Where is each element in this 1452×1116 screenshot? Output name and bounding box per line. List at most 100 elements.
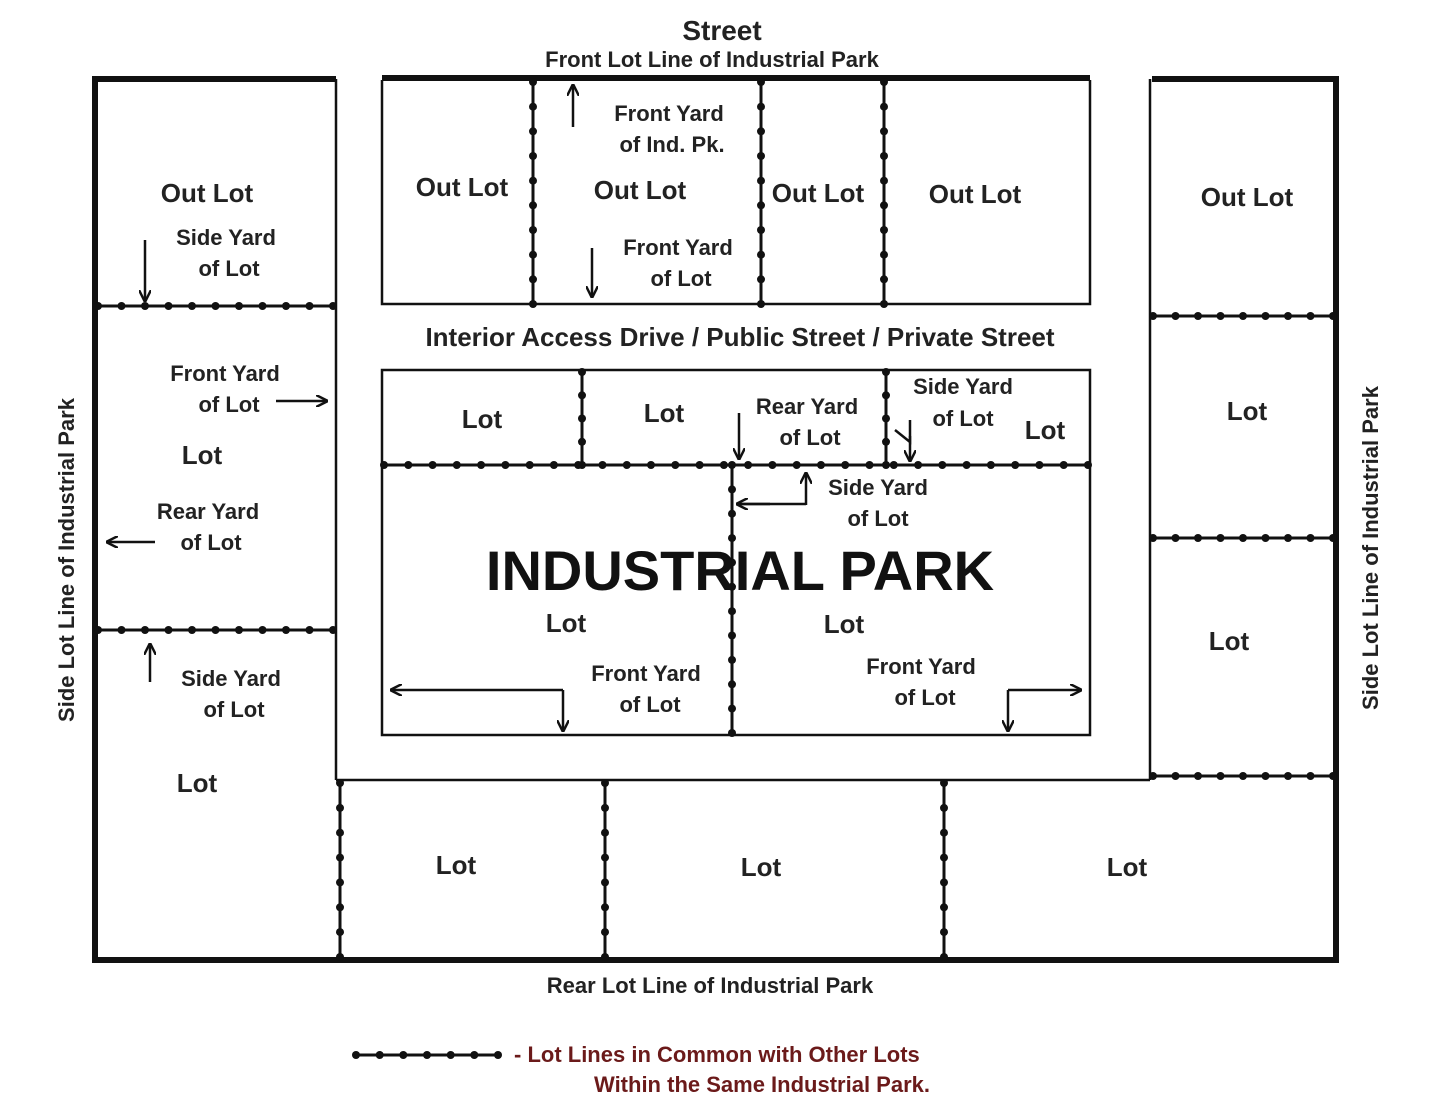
lot-line-dot	[882, 437, 890, 446]
lot-line-dot	[880, 300, 888, 308]
lot-line-dot	[501, 461, 510, 469]
lot-line-dot	[529, 250, 537, 259]
lot-line-dot	[529, 201, 537, 210]
lot-line-dot	[1149, 312, 1157, 320]
lot-line-dot	[1149, 772, 1157, 780]
lot-line-dots	[94, 78, 1337, 1059]
industrial-park-title: INDUSTRIAL PARK	[486, 539, 994, 602]
front-yard-lot-label: of Lot	[619, 692, 681, 717]
solid-lot-lines	[92, 75, 1339, 963]
lot-line-dot	[601, 779, 609, 787]
lot-line-dot	[647, 461, 655, 469]
lot-line-dot	[282, 302, 290, 310]
lot-line-dot	[757, 127, 765, 136]
lot-label: Lot	[644, 398, 685, 428]
lot-line-dot	[574, 461, 583, 469]
outer-boundary-left	[92, 76, 338, 963]
lot-line-dot	[671, 461, 680, 469]
lot-line-dot	[940, 779, 948, 787]
side-yard-lot-label: Side Yard	[913, 374, 1013, 399]
lot-line-dot	[744, 461, 753, 469]
lot-line-dot	[141, 302, 149, 310]
lot-line-dot	[1306, 312, 1315, 320]
lot-line-dot	[889, 461, 898, 469]
lot-line-dot	[211, 626, 220, 634]
lot-line-dot	[601, 878, 609, 887]
front-yard-lot-label: Front Yard	[591, 661, 701, 686]
lot-line-dot	[494, 1051, 502, 1059]
lot-line-dot	[880, 152, 888, 160]
lot-line-dot	[841, 461, 850, 469]
lot-line-dot	[336, 853, 344, 862]
lot-line-dot	[728, 655, 736, 664]
lot-line-dot	[940, 853, 948, 862]
lot-line-dot	[757, 201, 765, 210]
lot-line-dot	[601, 828, 609, 837]
lot-line-dot	[940, 903, 948, 912]
lot-line-dot	[1239, 312, 1247, 320]
lot-line-dot	[601, 953, 609, 961]
lot-line-dot	[865, 461, 874, 469]
lot-line-dot	[1261, 534, 1270, 542]
lot-line-dot	[757, 275, 765, 284]
lot-line-dot	[336, 953, 344, 961]
lot-line-dot	[336, 828, 344, 837]
lot-line-dot	[1171, 534, 1180, 542]
side-lot-line-right-label: Side Lot Line of Industrial Park	[1358, 385, 1383, 710]
out-lot-label: Out Lot	[929, 179, 1022, 209]
lot-line-dot	[880, 78, 888, 86]
lot-line-dot	[305, 302, 314, 310]
street-label: Street	[682, 15, 761, 46]
lot-line-dot	[940, 928, 948, 937]
front-yard-ind-pk-label: of Ind. Pk.	[619, 132, 724, 157]
lot-label: Lot	[546, 608, 587, 638]
lot-line-dot	[728, 729, 736, 737]
lot-line-dot	[757, 226, 765, 234]
lot-line-dot	[1194, 312, 1202, 320]
lot-line-dot	[336, 928, 344, 937]
front-yard-ind-pk-label: Front Yard	[614, 101, 724, 126]
lot-line-dot	[1216, 534, 1225, 542]
rear-yard-lot-label: of Lot	[180, 530, 242, 555]
legend-line-1: - Lot Lines in Common with Other Lots	[514, 1042, 920, 1067]
lot-line-dot	[578, 437, 586, 446]
lot-line-dot	[601, 803, 609, 812]
lot-line-dot	[525, 461, 534, 469]
lot-line-dot	[817, 461, 825, 469]
lot-line-dot	[1306, 534, 1315, 542]
lot-label: Lot	[1025, 415, 1066, 445]
lot-line-dot	[880, 176, 888, 185]
side-yard-lot-label: of Lot	[847, 506, 909, 531]
lot-line-dot	[164, 626, 173, 634]
lot-line-dot	[529, 152, 537, 160]
lot-line-dot	[1306, 772, 1315, 780]
out-lot-label: Out Lot	[416, 172, 509, 202]
rear-yard-lot-label: Rear Yard	[157, 499, 259, 524]
lot-line-dot	[1194, 772, 1202, 780]
lot-line-dot	[428, 461, 437, 469]
front-yard-lot-label: Front Yard	[170, 361, 280, 386]
lot-line-dot	[235, 626, 243, 634]
lot-line-dot	[117, 626, 126, 634]
lot-line-dot	[529, 102, 537, 111]
lot-line-dot	[470, 1051, 479, 1059]
lot-line-dot	[914, 461, 923, 469]
lot-line-dot	[1011, 461, 1020, 469]
lot-label: Lot	[1209, 626, 1250, 656]
lot-line-dot	[728, 680, 736, 689]
lot-line-dot	[94, 626, 102, 634]
lot-line-dot	[938, 461, 947, 469]
arrow	[894, 420, 912, 445]
lot-line-dot	[601, 903, 609, 912]
lot-line-dot	[380, 461, 388, 469]
lot-line-dot	[882, 461, 890, 469]
lot-line-dot	[728, 704, 736, 713]
lot-line-dot	[529, 176, 537, 185]
legend-line-2: Within the Same Industrial Park.	[594, 1072, 930, 1097]
lot-line-dot	[1239, 772, 1247, 780]
lot-line-dot	[768, 461, 777, 469]
lot-line-dot	[578, 414, 586, 423]
lot-line-dot	[940, 803, 948, 812]
lot-line-dot	[792, 461, 801, 469]
lot-line-dot	[757, 250, 765, 259]
